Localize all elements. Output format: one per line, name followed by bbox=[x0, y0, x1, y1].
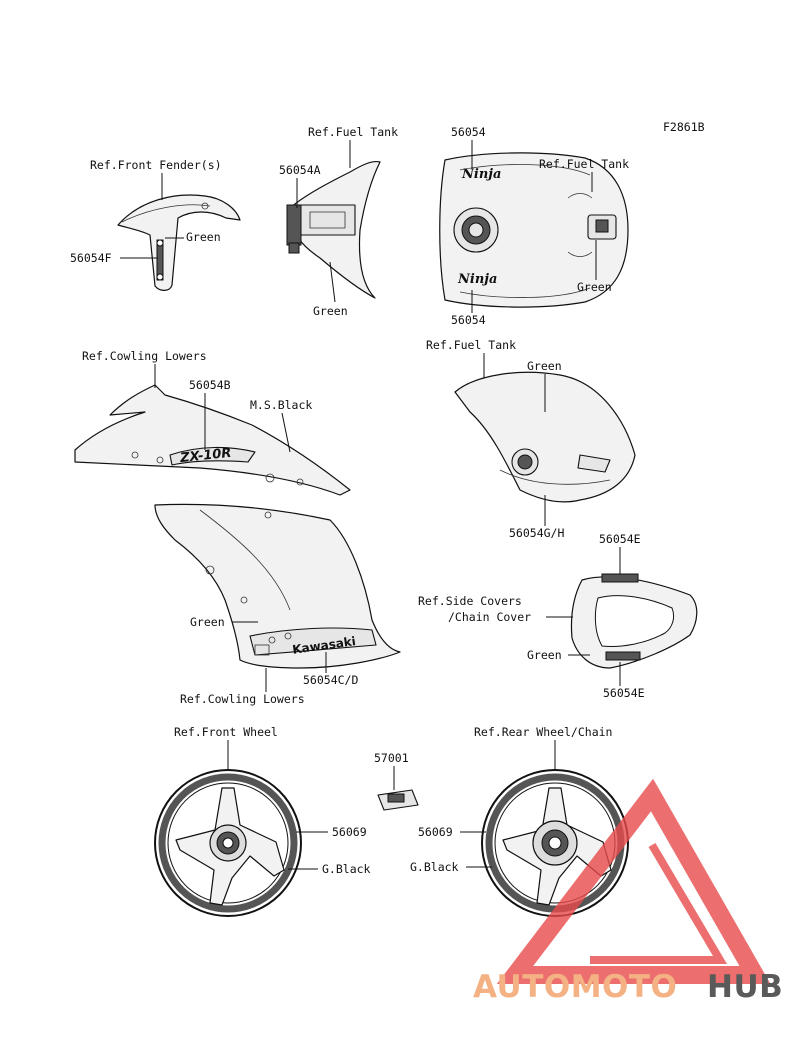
cowl-part-cd-label: 56054C/D bbox=[303, 673, 358, 687]
tank-color-b-label: Green bbox=[577, 280, 612, 294]
tank-color-a-label: Green bbox=[313, 304, 348, 318]
fender-ref-label: Ref.Front Fender(s) bbox=[90, 158, 222, 172]
watermark-logo bbox=[496, 778, 771, 984]
side-covers bbox=[570, 573, 698, 669]
rear-wheel-part-label: 56069 bbox=[418, 825, 453, 839]
front-wheel-callouts: Ref.Front Wheel 56069 G.Black bbox=[174, 725, 371, 876]
front-wheel bbox=[154, 769, 302, 917]
cover-part-bottom-label: 56054E bbox=[603, 686, 645, 700]
cowl-ref-top-label: Ref.Cowling Lowers bbox=[82, 349, 207, 363]
watermark-text: AUTOMOTO HUB bbox=[473, 969, 783, 1005]
cowl-color-green-label: Green bbox=[190, 615, 225, 629]
fender-part-label: 56054F bbox=[70, 251, 112, 265]
fuel-tank-side bbox=[454, 371, 636, 503]
clip-part-label: 57001 bbox=[374, 751, 409, 765]
side-covers-callouts: 56054E Ref.Side Covers /Chain Cover Gree… bbox=[418, 532, 645, 700]
tank-part-top-label: 56054 bbox=[451, 125, 486, 139]
front-fender bbox=[117, 194, 241, 291]
rear-wheel-color-label: G.Black bbox=[410, 860, 459, 874]
cover-part-top-label: 56054E bbox=[599, 532, 641, 546]
front-wheel-part-label: 56069 bbox=[332, 825, 367, 839]
figure-code: F2861B bbox=[663, 120, 705, 134]
tank-part-a-label: 56054A bbox=[279, 163, 321, 177]
tank-part-gh-label: 56054G/H bbox=[509, 526, 564, 540]
tank-color-c-label: Green bbox=[527, 359, 562, 373]
fuel-tank-front bbox=[286, 160, 381, 299]
tank-ref-a-label: Ref.Fuel Tank bbox=[308, 125, 398, 139]
cowl-part-b-label: 56054B bbox=[189, 378, 231, 392]
fender-color-label: Green bbox=[186, 230, 221, 244]
cover-ref-line2-label: /Chain Cover bbox=[448, 610, 531, 624]
cowling-lower-upper-callouts: Ref.Cowling Lowers 56054B M.S.Black bbox=[82, 349, 312, 453]
clip-callouts: 57001 bbox=[374, 751, 409, 790]
tank-part-bottom-label: 56054 bbox=[451, 313, 486, 327]
cowl-color-black-label: M.S.Black bbox=[250, 398, 312, 412]
tank-ref-b-label: Ref.Fuel Tank bbox=[539, 157, 629, 171]
front-wheel-ref-label: Ref.Front Wheel bbox=[174, 725, 278, 739]
front-wheel-color-label: G.Black bbox=[322, 862, 371, 876]
cowling-lower-side: Kawasaki bbox=[154, 503, 401, 669]
tank-logo-top: Ninja bbox=[461, 167, 501, 182]
rear-wheel-callouts: Ref.Rear Wheel/Chain 56069 G.Black bbox=[410, 725, 612, 874]
cowling-lower-upper: ZX-10R bbox=[74, 384, 351, 496]
cowl-model-decal: ZX-10R bbox=[178, 446, 232, 466]
cowling-lower-side-callouts: Green 56054C/D Ref.Cowling Lowers bbox=[180, 615, 358, 706]
fuel-tank-side-callouts: Ref.Fuel Tank Green 56054G/H bbox=[426, 338, 564, 540]
front-fender-callouts: Ref.Front Fender(s) 56054F Green bbox=[70, 158, 222, 265]
watermark-part1: AUTOMOTO bbox=[473, 969, 677, 1005]
fuel-tank-front-callouts: Ref.Fuel Tank 56054A Green bbox=[279, 125, 398, 318]
cover-color-label: Green bbox=[527, 648, 562, 662]
clip-57001 bbox=[377, 789, 419, 811]
watermark-part2: HUB bbox=[707, 969, 783, 1005]
tank-ref-c-label: Ref.Fuel Tank bbox=[426, 338, 516, 352]
fuel-tank-top: Ninja Ninja bbox=[439, 152, 629, 308]
cowl-ref-bottom-label: Ref.Cowling Lowers bbox=[180, 692, 305, 706]
cover-ref-line1-label: Ref.Side Covers bbox=[418, 594, 522, 608]
fuel-tank-top-callouts: 56054 56054 Ref.Fuel Tank Green bbox=[451, 125, 629, 327]
rear-wheel-ref-label: Ref.Rear Wheel/Chain bbox=[474, 725, 612, 739]
tank-logo-bottom: Ninja bbox=[457, 272, 497, 287]
